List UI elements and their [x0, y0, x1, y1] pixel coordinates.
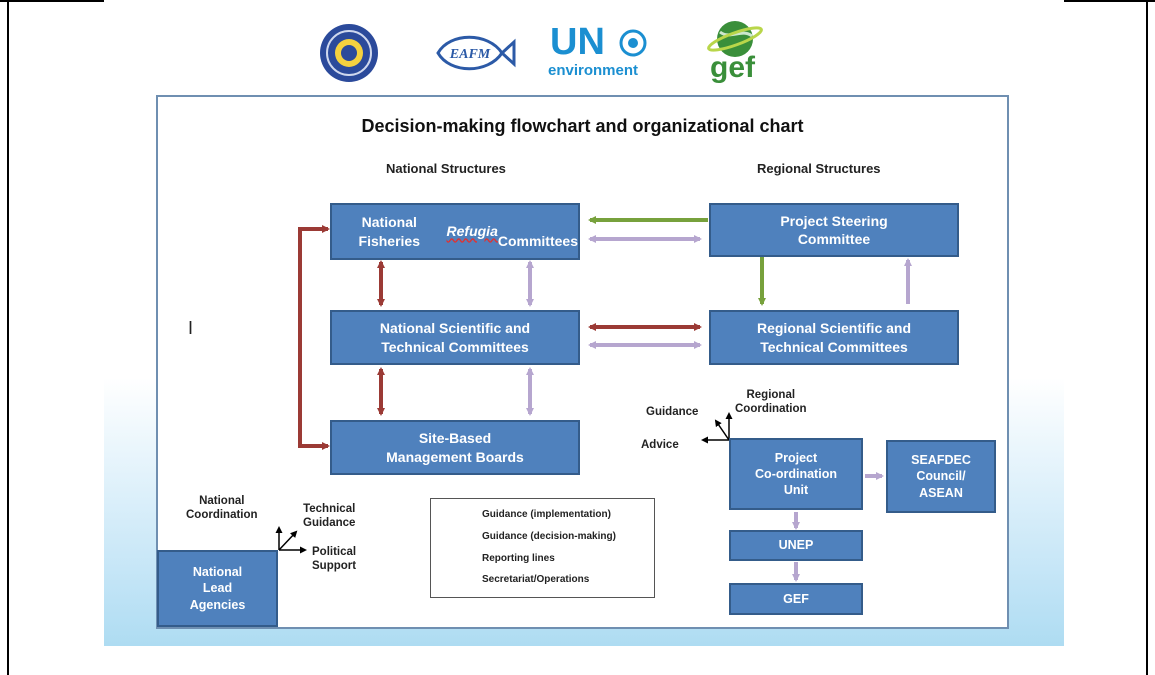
box-national-fisheries-refugia-committees: National Fisheries Refugia Committees — [330, 203, 580, 260]
legend — [430, 498, 655, 598]
box-project-coordination-unit: Project Co-ordination Unit — [729, 438, 863, 510]
national-structures-heading: National Structures — [386, 161, 506, 176]
box-national-lead-agencies: National Lead Agencies — [157, 550, 278, 627]
frame-top-right — [1064, 0, 1155, 2]
label-national-coordination: National Coordination — [186, 495, 258, 522]
stray-mark: I — [188, 318, 194, 338]
box-unep: UNEP — [729, 530, 863, 561]
regional-structures-heading: Regional Structures — [757, 161, 881, 176]
label-guidance: Guidance — [646, 406, 699, 418]
gef-logo-text: gef — [710, 51, 755, 84]
label-regional-coordination: Regional Coordination — [735, 389, 807, 416]
arrow-bracket-left — [298, 225, 330, 450]
frame-top-left — [0, 0, 104, 2]
diagram-title: Decision-making flowchart and organizati… — [361, 116, 804, 136]
eafm-fish-logo: EAFM — [436, 35, 516, 71]
arrow-pcu-guidance — [714, 419, 730, 441]
legend-label-reporting: Reporting lines — [482, 553, 555, 564]
box-national-scientific-technical-committees: National Scientific and Technical Commit… — [330, 310, 580, 365]
box-regional-scientific-technical-committees: Regional Scientific and Technical Commit… — [709, 310, 959, 365]
legend-label-implementation: Guidance (implementation) — [482, 509, 611, 520]
un-environment-logo: UN environment — [546, 22, 662, 82]
un-emblem-icon — [619, 29, 647, 57]
un-logo-text: UN — [550, 21, 605, 63]
box-seafdec-council-asean: SEAFDEC Council/ ASEAN — [886, 440, 996, 513]
frame-left — [7, 0, 9, 675]
seafdec-seal-logo — [320, 24, 378, 82]
box-project-steering-committee: Project Steering Committee — [709, 203, 959, 257]
label-advice: Advice — [641, 439, 679, 451]
label-political-support: Political Support — [312, 546, 357, 573]
refugia-italic-text: Refugia — [446, 223, 498, 240]
arrow-nla-technical-guidance — [278, 530, 298, 551]
legend-label-operations: Secretariat/Operations — [482, 574, 590, 585]
gef-logo: gef — [698, 18, 772, 86]
label-technical-guidance: Technical Guidance — [303, 503, 356, 530]
gef-globe-icon — [707, 21, 763, 57]
eafm-logo-text: EAFM — [449, 47, 491, 62]
legend-label-decision: Guidance (decision-making) — [482, 531, 616, 542]
un-environment-text: environment — [548, 62, 639, 79]
box-site-based-management-boards: Site-Based Management Boards — [330, 420, 580, 475]
box-gef: GEF — [729, 583, 863, 615]
frame-right — [1146, 0, 1148, 675]
